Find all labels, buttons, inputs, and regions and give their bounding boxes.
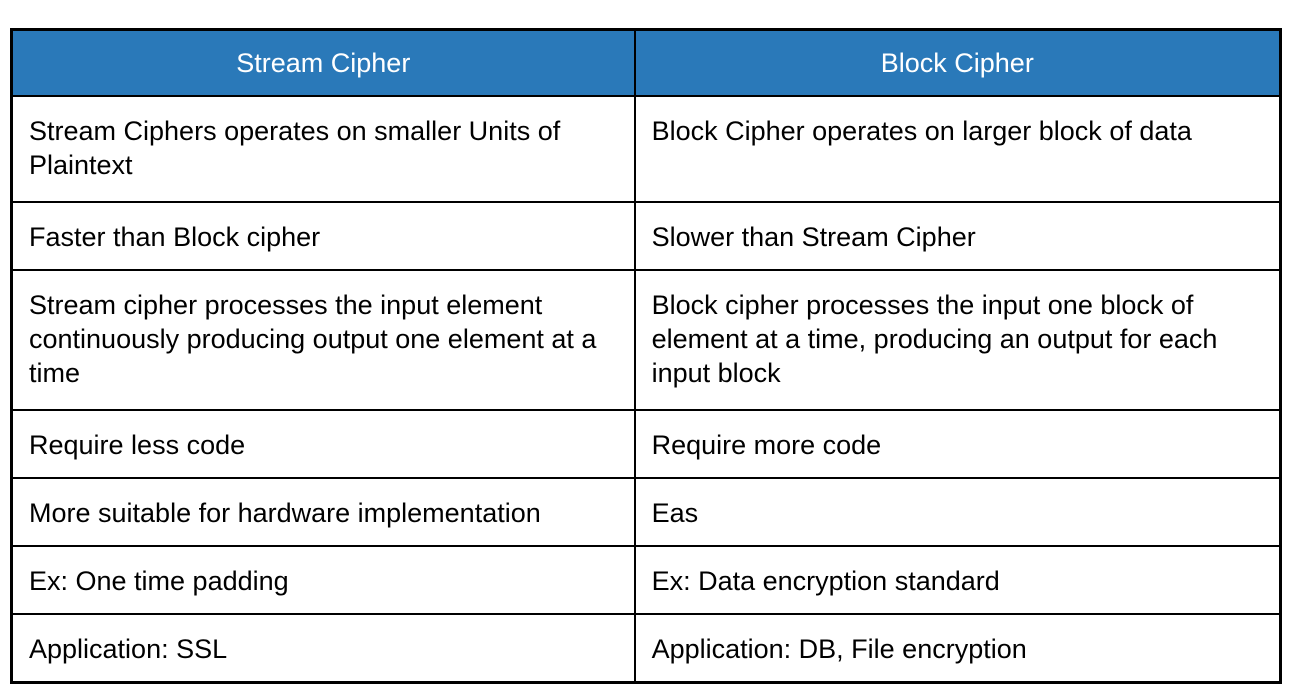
table-header-row: Stream Cipher Block Cipher (10, 28, 1282, 97)
table-header-block-cipher: Block Cipher (633, 28, 1282, 97)
table-row: Application: SSL Application: DB, File e… (10, 613, 1282, 684)
table-cell-stream-code: Require less code (10, 409, 636, 479)
table-cell-stream-example: Ex: One time padding (10, 545, 636, 615)
table-cell-block-speed: Slower than Stream Cipher (633, 201, 1282, 271)
table-cell-stream-hardware: More suitable for hardware implementatio… (10, 477, 636, 547)
table-cell-block-hardware: Eas (633, 477, 1282, 547)
comparison-table-container: Stream Cipher Block Cipher Stream Cipher… (10, 28, 1282, 684)
table-cell-block-application: Application: DB, File encryption (633, 613, 1282, 684)
table-header-stream-cipher: Stream Cipher (10, 28, 636, 97)
table-row: Stream Ciphers operates on smaller Units… (10, 95, 1282, 203)
table-row: Ex: One time padding Ex: Data encryption… (10, 545, 1282, 615)
table-cell-block-units: Block Cipher operates on larger block of… (633, 95, 1282, 203)
table-cell-block-processing: Block cipher processes the input one blo… (633, 269, 1282, 411)
table-cell-stream-application: Application: SSL (10, 613, 636, 684)
table-row: Require less code Require more code (10, 409, 1282, 479)
table-cell-stream-speed: Faster than Block cipher (10, 201, 636, 271)
cipher-comparison-table: Stream Cipher Block Cipher Stream Cipher… (10, 28, 1282, 684)
table-cell-block-example: Ex: Data encryption standard (633, 545, 1282, 615)
table-cell-stream-processing: Stream cipher processes the input elemen… (10, 269, 636, 411)
table-row: Stream cipher processes the input elemen… (10, 269, 1282, 411)
table-cell-block-code: Require more code (633, 409, 1282, 479)
table-cell-stream-units: Stream Ciphers operates on smaller Units… (10, 95, 636, 203)
table-row: Faster than Block cipher Slower than Str… (10, 201, 1282, 271)
table-row: More suitable for hardware implementatio… (10, 477, 1282, 547)
